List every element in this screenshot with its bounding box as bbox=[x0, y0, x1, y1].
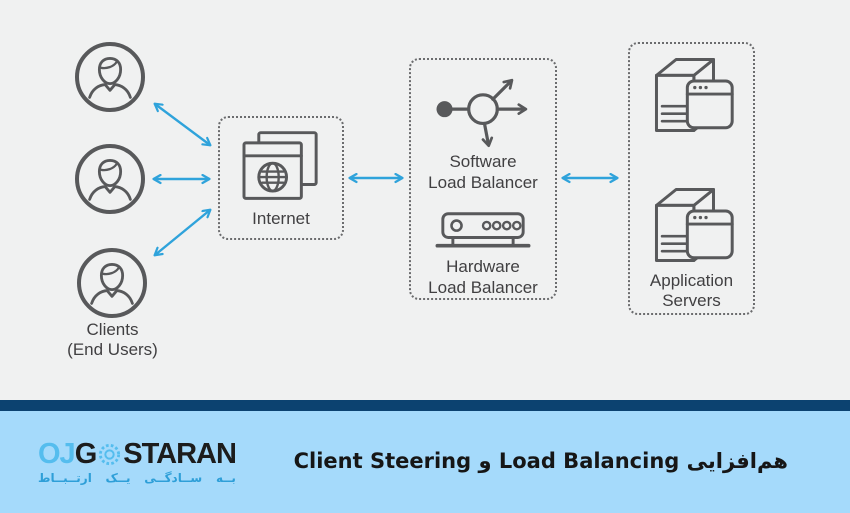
gear-icon bbox=[99, 443, 121, 466]
client-avatar-2 bbox=[75, 144, 145, 214]
arrow-client1-internet bbox=[155, 104, 210, 145]
client-avatar-1 bbox=[75, 42, 145, 112]
software-load-balancer-label: Software Load Balancer bbox=[428, 152, 538, 192]
client-avatar-3 bbox=[77, 248, 147, 318]
user-icon bbox=[88, 56, 132, 99]
server-browser-window-icon bbox=[654, 57, 734, 133]
logo-tagline: بــه ســادگــی یــک ارتــبــاط bbox=[38, 471, 236, 485]
caption-text: هم‌افزایی Load Balancing و Client Steeri… bbox=[293, 449, 788, 473]
internet-label: Internet bbox=[252, 209, 310, 228]
clients-label: Clients (End Users) bbox=[67, 320, 158, 360]
user-icon bbox=[88, 158, 132, 201]
load-balancer-box: Software Load Balancer Hardware Load Bal… bbox=[409, 58, 557, 300]
internet-box: Internet bbox=[218, 116, 344, 240]
hardware-load-balancer-icon bbox=[435, 212, 531, 248]
logo-text-staran: STARAN bbox=[123, 438, 237, 470]
hardware-load-balancer-label: Hardware Load Balancer bbox=[428, 257, 538, 297]
logo-text-g: G bbox=[74, 438, 98, 470]
connection-arrows bbox=[0, 0, 850, 400]
arrow-client3-internet bbox=[155, 210, 210, 255]
logo-text-oj: OJ bbox=[38, 438, 76, 470]
globe-browser-windows-icon bbox=[242, 131, 318, 200]
user-icon bbox=[90, 262, 134, 305]
software-load-balancer-icon bbox=[436, 78, 528, 148]
server-browser-window-icon bbox=[654, 187, 734, 263]
divider-bar bbox=[0, 400, 850, 411]
application-servers-label: Application Servers bbox=[649, 271, 734, 311]
application-servers-box: Application Servers bbox=[628, 42, 755, 315]
